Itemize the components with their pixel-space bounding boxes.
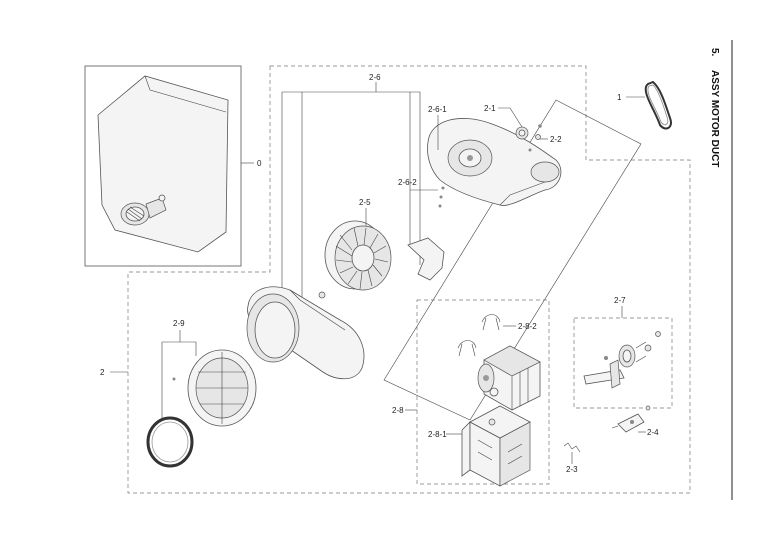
blower-fan-impeller — [324, 220, 392, 291]
callout-2-6-2: 2-6-2 — [398, 178, 417, 187]
callout-2-8-1: 2-8-1 — [428, 430, 447, 439]
motor-clip-lower — [457, 340, 477, 357]
front-blower-housing — [246, 286, 365, 380]
callout-2-7: 2-7 — [614, 296, 626, 305]
drive-belt — [644, 80, 672, 130]
callout-2-8: 2-8 — [392, 406, 404, 415]
mounting-bracket-small — [611, 405, 651, 433]
section-number: 5. — [709, 48, 720, 57]
motor-assembly-box — [416, 299, 550, 485]
section-title-text: ASSY MOTOR DUCT — [709, 70, 720, 167]
callout-0: 0 — [257, 159, 262, 168]
callout-2-6-1: 2-6-1 — [428, 105, 447, 114]
main-assembly-boundary — [127, 65, 691, 494]
callout-2-2: 2-2 — [550, 135, 562, 144]
screw-set-upper — [528, 124, 542, 152]
pulley-gear — [515, 126, 529, 140]
callout-2-8-2: 2-8-2 — [518, 322, 537, 331]
cover-screw — [172, 377, 176, 381]
motor-clip-upper — [481, 314, 501, 331]
drive-motor — [477, 345, 541, 411]
callout-2-3: 2-3 — [566, 465, 578, 474]
assembly-overview-box — [84, 65, 242, 267]
callout-2-5: 2-5 — [359, 198, 371, 207]
mini-motor-assembly — [120, 194, 167, 226]
callout-1: 1 — [617, 93, 622, 102]
tension-spring — [563, 442, 581, 453]
idler-assembly-box — [573, 317, 673, 409]
motor-mount-bracket — [461, 405, 531, 487]
front-fan-cover — [187, 349, 257, 427]
callout-2: 2 — [100, 368, 105, 377]
callout-2-9: 2-9 — [173, 319, 185, 328]
idler-arm-bracket — [583, 356, 625, 389]
callout-2-1: 2-1 — [484, 104, 496, 113]
air-guide-vane — [407, 237, 445, 281]
cover-gasket-ring — [146, 416, 194, 468]
callout-2-4: 2-4 — [647, 428, 659, 437]
fan-nut — [318, 291, 326, 299]
callout-2-6: 2-6 — [369, 73, 381, 82]
screw-set-duct — [438, 186, 445, 208]
idler-pulley — [618, 331, 661, 368]
section-title: 5. ASSY MOTOR DUCT — [709, 48, 720, 167]
rear-duct-cover — [427, 118, 562, 206]
duct-assembly-housing — [97, 75, 229, 253]
